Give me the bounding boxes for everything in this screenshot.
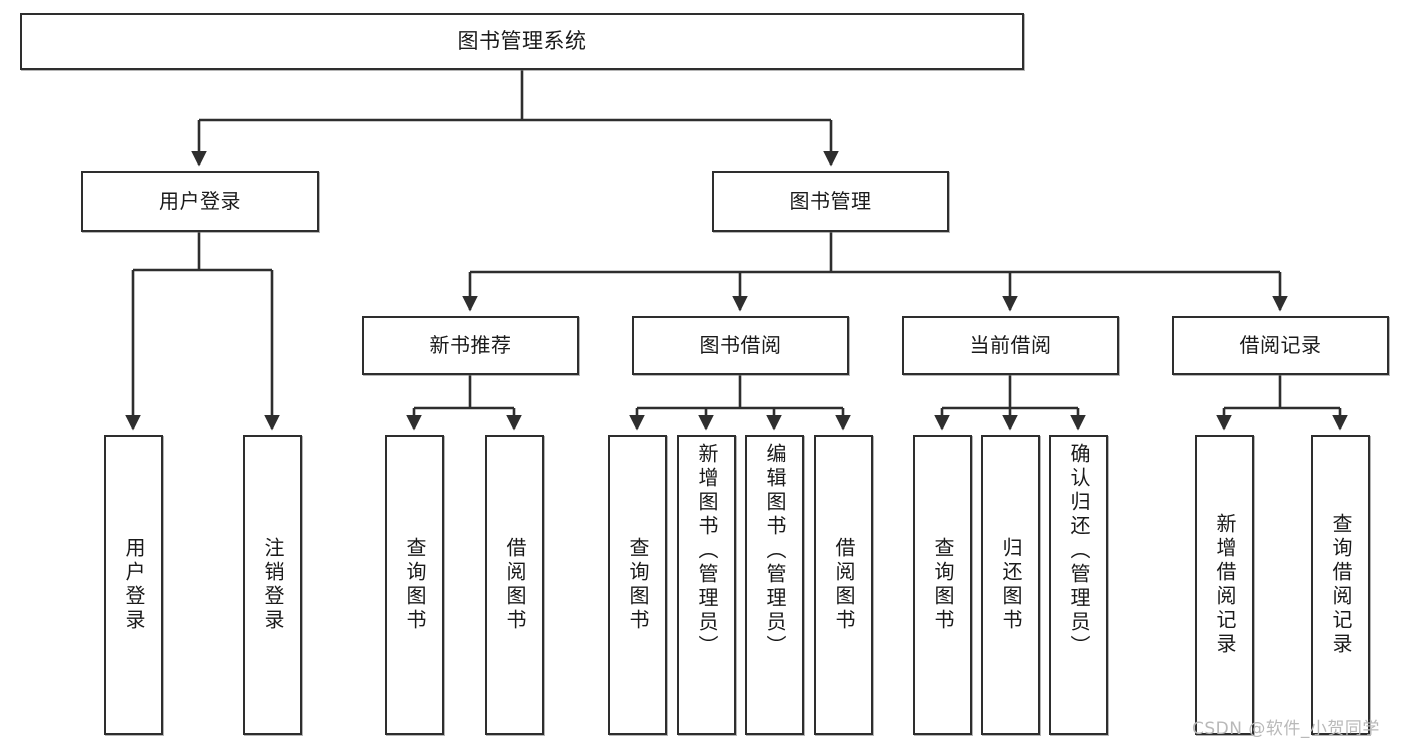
node-user-login-label: 用户登录 <box>159 188 241 213</box>
node-root-label: 图书管理系统 <box>457 29 587 54</box>
leaf-query-book-2[interactable]: 查询图书 <box>608 435 667 735</box>
node-new-book-recommend-label: 新书推荐 <box>429 332 512 357</box>
node-book-manage-label: 图书管理 <box>789 188 872 213</box>
node-book-borrow-label: 图书借阅 <box>699 332 782 357</box>
leaf-borrow-book-1[interactable]: 借阅图书 <box>485 435 544 735</box>
node-book-borrow[interactable]: 图书借阅 <box>632 316 849 375</box>
leaf-user-login[interactable]: 用户登录 <box>104 435 163 735</box>
leaf-edit-book-admin-label: 编辑图书（管理员） <box>763 443 787 659</box>
leaf-borrow-book-2[interactable]: 借阅图书 <box>814 435 873 735</box>
node-borrow-record[interactable]: 借阅记录 <box>1172 316 1389 375</box>
leaf-borrow-book-1-label: 借阅图书 <box>503 537 527 633</box>
csdn-watermark: CSDN @软件_小贺同学 <box>1192 719 1380 739</box>
leaf-confirm-return-admin[interactable]: 确认归还（管理员） <box>1049 435 1108 735</box>
leaf-return-book-label: 归还图书 <box>999 537 1023 633</box>
leaf-add-book-admin-label: 新增图书（管理员） <box>695 443 719 659</box>
node-root[interactable]: 图书管理系统 <box>20 13 1024 70</box>
node-current-borrow[interactable]: 当前借阅 <box>902 316 1119 375</box>
leaf-query-book-3-label: 查询图书 <box>931 537 955 633</box>
node-book-manage[interactable]: 图书管理 <box>712 171 949 232</box>
leaf-query-book-3[interactable]: 查询图书 <box>913 435 972 735</box>
node-new-book-recommend[interactable]: 新书推荐 <box>362 316 579 375</box>
leaf-borrow-book-2-label: 借阅图书 <box>832 537 856 633</box>
node-user-login[interactable]: 用户登录 <box>81 171 319 232</box>
leaf-return-book[interactable]: 归还图书 <box>981 435 1040 735</box>
node-borrow-record-label: 借阅记录 <box>1239 332 1322 357</box>
leaf-edit-book-admin[interactable]: 编辑图书（管理员） <box>745 435 804 735</box>
leaf-user-login-label: 用户登录 <box>122 537 146 633</box>
leaf-query-book-1[interactable]: 查询图书 <box>385 435 444 735</box>
leaf-add-borrow-record-label: 新增借阅记录 <box>1213 513 1237 657</box>
leaf-logout-login-label: 注销登录 <box>261 537 285 633</box>
leaf-query-book-1-label: 查询图书 <box>403 537 427 633</box>
leaf-logout-login[interactable]: 注销登录 <box>243 435 302 735</box>
leaf-query-book-2-label: 查询图书 <box>626 537 650 633</box>
leaf-query-borrow-record-label: 查询借阅记录 <box>1329 513 1353 657</box>
node-current-borrow-label: 当前借阅 <box>969 332 1052 357</box>
leaf-add-book-admin[interactable]: 新增图书（管理员） <box>677 435 736 735</box>
leaf-add-borrow-record[interactable]: 新增借阅记录 <box>1195 435 1254 735</box>
leaf-query-borrow-record[interactable]: 查询借阅记录 <box>1311 435 1370 735</box>
leaf-confirm-return-admin-label: 确认归还（管理员） <box>1067 443 1091 659</box>
